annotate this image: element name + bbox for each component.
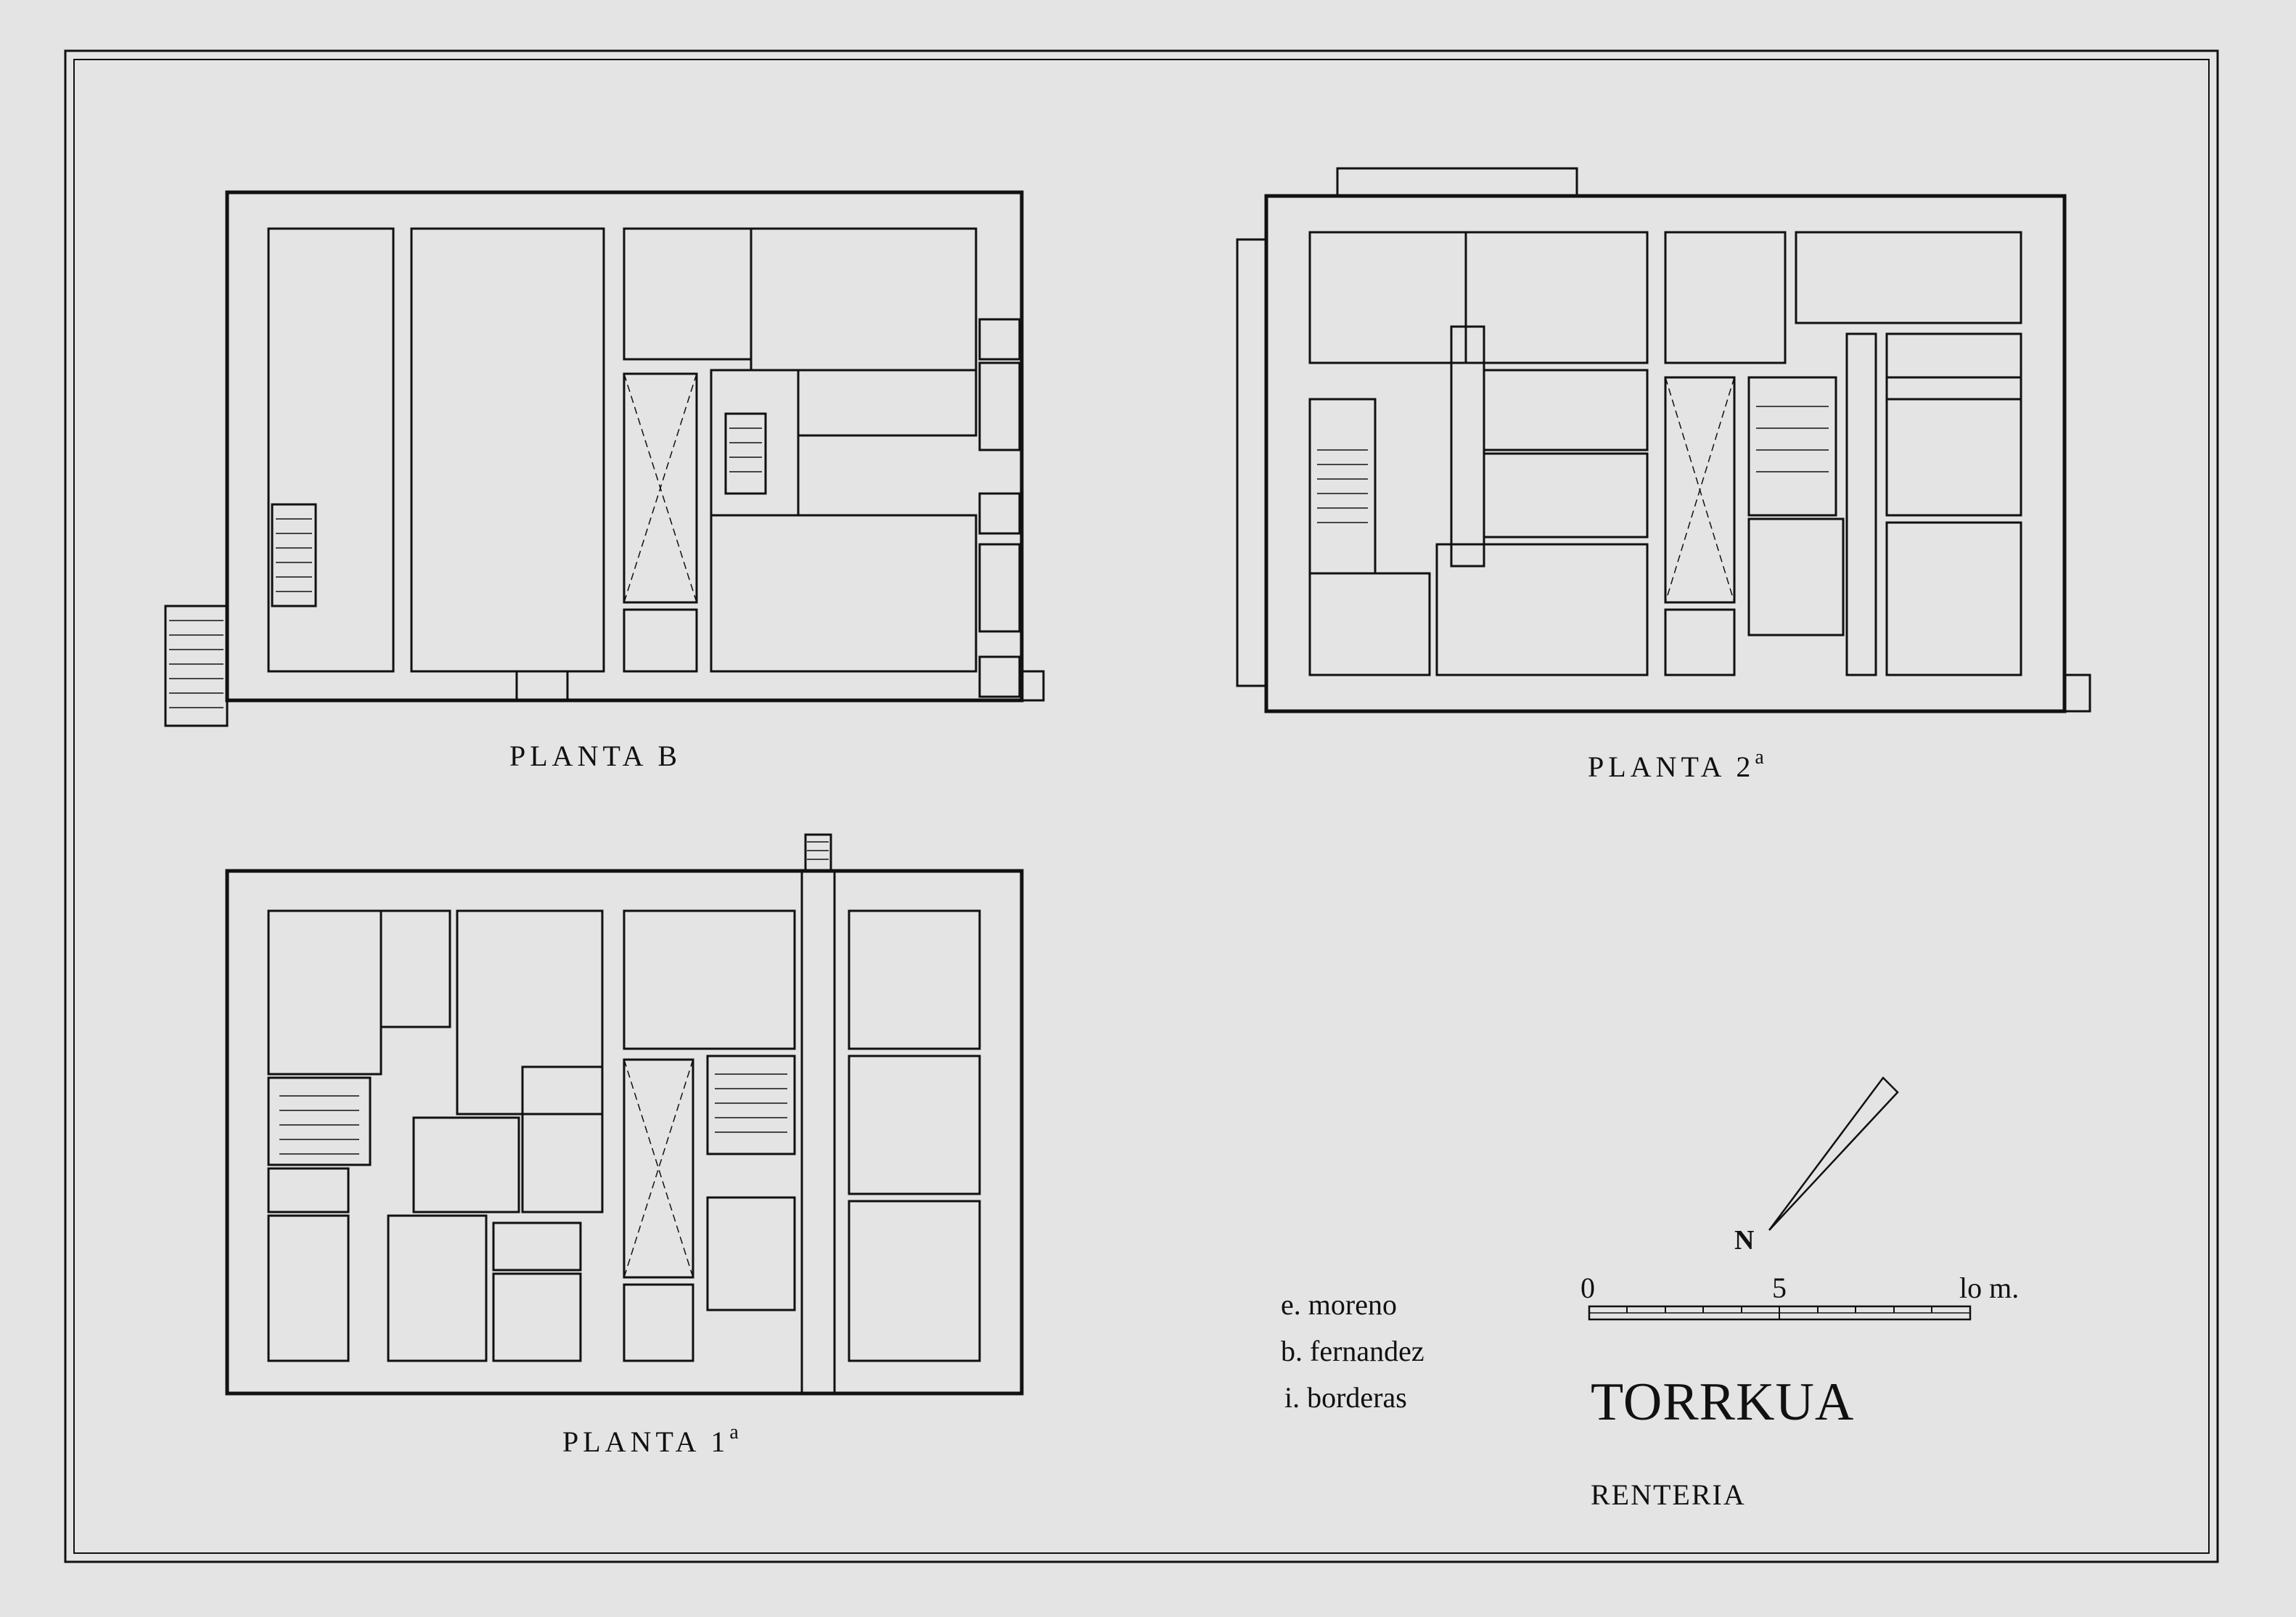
scale-label-end: lo m. [1959, 1272, 2020, 1304]
inner-border [73, 59, 2210, 1554]
drawing-location: RENTERIA [1591, 1478, 1746, 1511]
north-label: N [1734, 1225, 1755, 1256]
scale-label-mid: 5 [1772, 1272, 1787, 1304]
author-3: i. borderas [1284, 1381, 1407, 1414]
plan-planta-2a [1236, 167, 2091, 713]
scale-bar [1588, 1305, 1972, 1321]
plan-title-planta-2: PLANTA 2a [1588, 746, 1764, 783]
outer-border [64, 49, 2219, 1563]
author-1: e. moreno [1281, 1288, 1397, 1321]
plan-planta-1a [225, 833, 1024, 1396]
plan-title-planta-1: PLANTA 1a [562, 1421, 739, 1458]
author-2: b. fernandez [1281, 1335, 1424, 1367]
plan-planta-b [164, 190, 1045, 727]
north-arrow [1768, 1076, 1899, 1231]
drawing-title: TORRKUA [1591, 1372, 1855, 1432]
plan-title-planta-b: PLANTA B [509, 740, 682, 772]
scale-label-start: 0 [1580, 1272, 1595, 1304]
